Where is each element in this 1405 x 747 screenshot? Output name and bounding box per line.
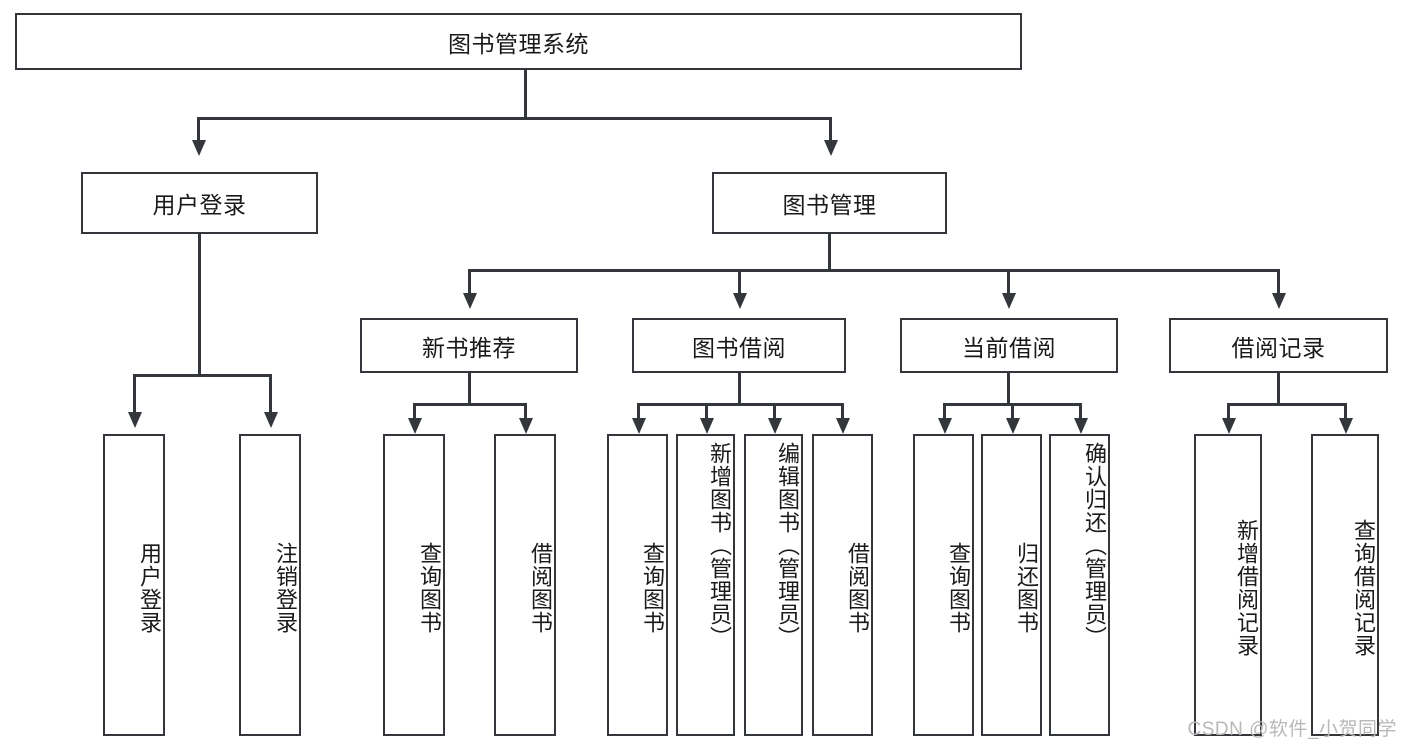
edge-current-borrow-to-leaf-1: [943, 403, 946, 421]
edge-borrow-record-stem: [1277, 373, 1280, 405]
edge-book-mgmt-to-new-book: [468, 269, 471, 296]
node-label: 借阅记录: [1231, 334, 1326, 361]
edge-borrow-book-to-leaf-3: [773, 403, 776, 421]
edge-book-mgmt-to-borrow-book: [738, 269, 741, 296]
leaf-confirm-return-admin[interactable]: 确认归还（管理员）: [1049, 434, 1110, 736]
edge-borrow-record-to-leaf-1: [1227, 403, 1230, 421]
node-user-login[interactable]: 用户登录: [81, 172, 318, 234]
node-label: 图书管理系统: [448, 30, 589, 57]
arrow-borrow-book-to-leaf-3: [768, 418, 782, 434]
leaf-query-borrow-record[interactable]: 查询借阅记录: [1311, 434, 1379, 736]
edge-root-to-book-mgmt: [829, 117, 832, 143]
node-root-system[interactable]: 图书管理系统: [15, 13, 1022, 70]
edge-user-login-to-leaf-1: [133, 374, 136, 415]
edge-book-mgmt-to-borrow-record: [1277, 269, 1280, 296]
node-label: 查询图书: [417, 542, 442, 634]
edge-root-split: [197, 117, 831, 120]
node-label: 当前借阅: [962, 334, 1056, 361]
edge-borrow-book-to-leaf-4: [841, 403, 844, 421]
edge-user-login-stem: [198, 234, 201, 376]
leaf-edit-book-admin[interactable]: 编辑图书（管理员）: [744, 434, 803, 736]
node-label: 图书管理: [782, 192, 877, 218]
edge-current-borrow-stem: [1007, 373, 1010, 405]
edge-borrow-record-split: [1227, 403, 1346, 406]
arrow-borrow-book-to-leaf-4: [836, 418, 850, 434]
node-label: 图书借阅: [692, 334, 786, 361]
arrow-new-book-to-leaf-2: [519, 418, 533, 434]
node-borrow-record[interactable]: 借阅记录: [1169, 318, 1388, 373]
arrow-borrow-book-to-leaf-1: [632, 418, 646, 434]
node-label: 确认归还（管理员）: [1082, 442, 1107, 649]
node-label: 新增图书（管理员）: [707, 442, 732, 649]
node-book-borrow[interactable]: 图书借阅: [632, 318, 846, 373]
edge-user-login-split: [133, 374, 271, 377]
arrow-user-login-to-leaf-2: [264, 412, 278, 428]
edge-root-stem: [524, 70, 527, 119]
node-label: 新书推荐: [422, 334, 516, 361]
node-label: 注销登录: [273, 542, 298, 634]
node-new-book-recommend[interactable]: 新书推荐: [360, 318, 578, 373]
arrow-current-borrow-to-leaf-1: [938, 418, 952, 434]
arrow-current-borrow-to-leaf-3: [1074, 418, 1088, 434]
leaf-query-book-borrow[interactable]: 查询图书: [607, 434, 668, 736]
edge-new-book-to-leaf-2: [524, 403, 527, 421]
edge-borrow-book-stem: [738, 373, 741, 405]
node-label: 归还图书: [1014, 542, 1039, 634]
node-label: 新增借阅记录: [1234, 519, 1259, 657]
arrow-borrow-record-to-leaf-1: [1222, 418, 1236, 434]
node-label: 查询图书: [946, 542, 971, 634]
edge-borrow-book-to-leaf-1: [637, 403, 640, 421]
node-current-borrow[interactable]: 当前借阅: [900, 318, 1118, 373]
leaf-return-book[interactable]: 归还图书: [981, 434, 1042, 736]
node-label: 查询借阅记录: [1351, 519, 1376, 657]
edge-borrow-book-split: [637, 403, 843, 406]
leaf-query-book-current[interactable]: 查询图书: [913, 434, 974, 736]
arrow-borrow-record-to-leaf-2: [1339, 418, 1353, 434]
edge-root-to-user-login: [197, 117, 200, 143]
node-label: 查询图书: [640, 542, 665, 634]
node-label: 借阅图书: [845, 542, 870, 634]
arrow-book-mgmt-to-new-book: [463, 293, 477, 309]
arrow-root-to-user-login: [192, 140, 206, 156]
edge-new-book-stem: [468, 373, 471, 405]
edge-new-book-to-leaf-1: [413, 403, 416, 421]
leaf-query-book-newbook[interactable]: 查询图书: [383, 434, 445, 736]
leaf-add-borrow-record[interactable]: 新增借阅记录: [1194, 434, 1262, 736]
arrow-book-mgmt-to-borrow-book: [733, 293, 747, 309]
leaf-user-logout[interactable]: 注销登录: [239, 434, 301, 736]
edge-book-mgmt-to-current-borrow: [1007, 269, 1010, 296]
arrow-user-login-to-leaf-1: [128, 412, 142, 428]
edge-book-mgmt-split: [468, 269, 1280, 272]
arrow-root-to-book-mgmt: [824, 140, 838, 156]
edge-borrow-book-to-leaf-2: [705, 403, 708, 421]
arrow-book-mgmt-to-current-borrow: [1002, 293, 1016, 309]
edge-current-borrow-to-leaf-3: [1079, 403, 1082, 421]
arrow-borrow-book-to-leaf-2: [700, 418, 714, 434]
edge-user-login-to-leaf-2: [269, 374, 272, 415]
node-label: 用户登录: [152, 192, 247, 218]
arrow-new-book-to-leaf-1: [408, 418, 422, 434]
arrow-book-mgmt-to-borrow-record: [1272, 293, 1286, 309]
arrow-current-borrow-to-leaf-2: [1006, 418, 1020, 434]
node-label: 用户登录: [137, 542, 162, 634]
edge-new-book-split: [413, 403, 526, 406]
edge-book-mgmt-stem: [828, 234, 831, 272]
edge-borrow-record-to-leaf-2: [1344, 403, 1347, 421]
node-book-management[interactable]: 图书管理: [712, 172, 947, 234]
leaf-user-login[interactable]: 用户登录: [103, 434, 165, 736]
leaf-borrow-book-newbook[interactable]: 借阅图书: [494, 434, 556, 736]
edge-current-borrow-to-leaf-2: [1011, 403, 1014, 421]
leaf-borrow-book-action[interactable]: 借阅图书: [812, 434, 873, 736]
leaf-add-book-admin[interactable]: 新增图书（管理员）: [676, 434, 735, 736]
node-label: 借阅图书: [528, 542, 553, 634]
node-label: 编辑图书（管理员）: [775, 442, 800, 649]
